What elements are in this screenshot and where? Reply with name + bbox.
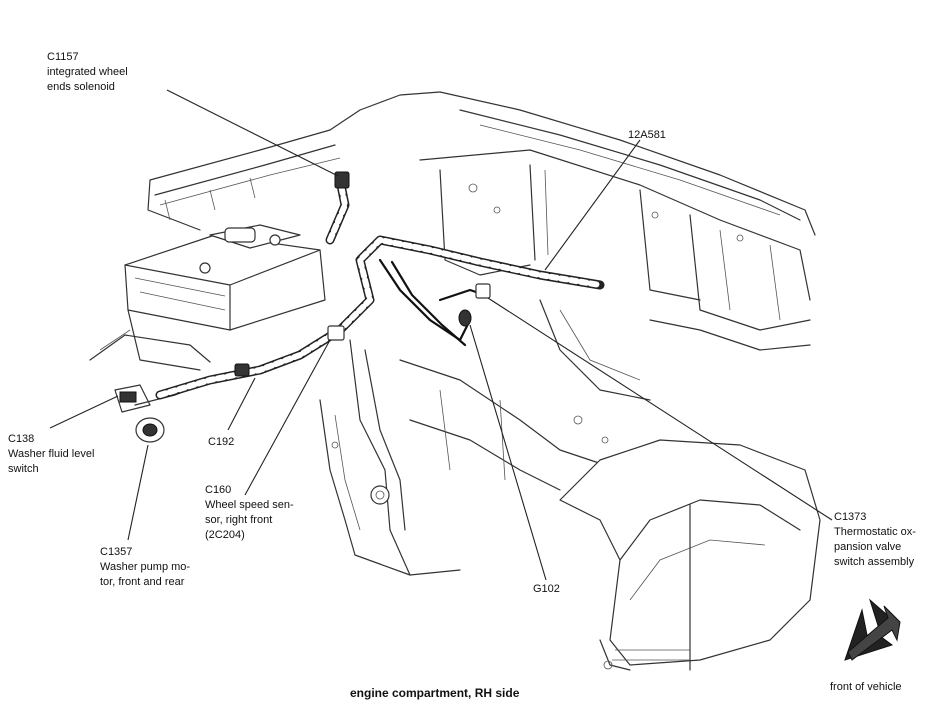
callout-code: C160 [205,484,232,496]
connectors [234,171,491,377]
front-fender [559,439,821,671]
callout-desc-3: (2C204) [205,529,245,541]
callout-desc-2: switch [8,463,39,475]
callout-desc-1: Washer fluid level [8,448,95,460]
front-direction-arrow-icon [844,598,901,661]
callout-c138: C138 Washer fluid level switch [8,432,94,477]
callout-code: C1357 [100,546,133,558]
callout-c192: C192 [208,435,234,450]
callout-desc-1: Thermostatic ox- [834,526,916,538]
callout-code: G102 [533,583,560,595]
direction-label: front of vehicle [830,681,902,693]
callout-code: C138 [8,433,35,445]
callout-code: C192 [208,436,235,448]
battery-box [89,224,326,371]
callout-desc-2: ends solenoid [47,81,115,93]
callout-desc-2: tor, front and rear [100,576,185,588]
callout-desc-1: Wheel speed sen- [205,499,294,511]
callout-c1157: C1157 integrated wheel ends solenoid [47,50,128,95]
callout-c1357: C1357 Washer pump mo- tor, front and rea… [100,545,190,590]
callout-c1373: C1373 Thermostatic ox- pansion valve swi… [834,510,916,570]
callout-g102: G102 [533,582,560,597]
inner-fender-apron [319,299,811,576]
callout-code: 12A581 [628,129,666,141]
diagram-caption: engine compartment, RH side [350,686,520,700]
callout-c160: C160 Wheel speed sen- sor, right front (… [205,483,294,543]
washer-reservoir [114,379,216,443]
callout-code: C1373 [834,511,867,523]
callout-12a581: 12A581 [628,128,666,143]
callout-desc-2: pansion valve [834,541,902,553]
callout-code: C1157 [47,51,79,63]
callout-desc-3: switch assembly [834,556,915,568]
callout-desc-2: sor, right front [205,514,273,526]
hood-outline [147,91,441,231]
callout-desc-1: Washer pump mo- [100,561,191,573]
cowl-panel [419,91,816,331]
leader-lines [49,89,833,581]
callout-desc-1: integrated wheel [47,66,128,78]
